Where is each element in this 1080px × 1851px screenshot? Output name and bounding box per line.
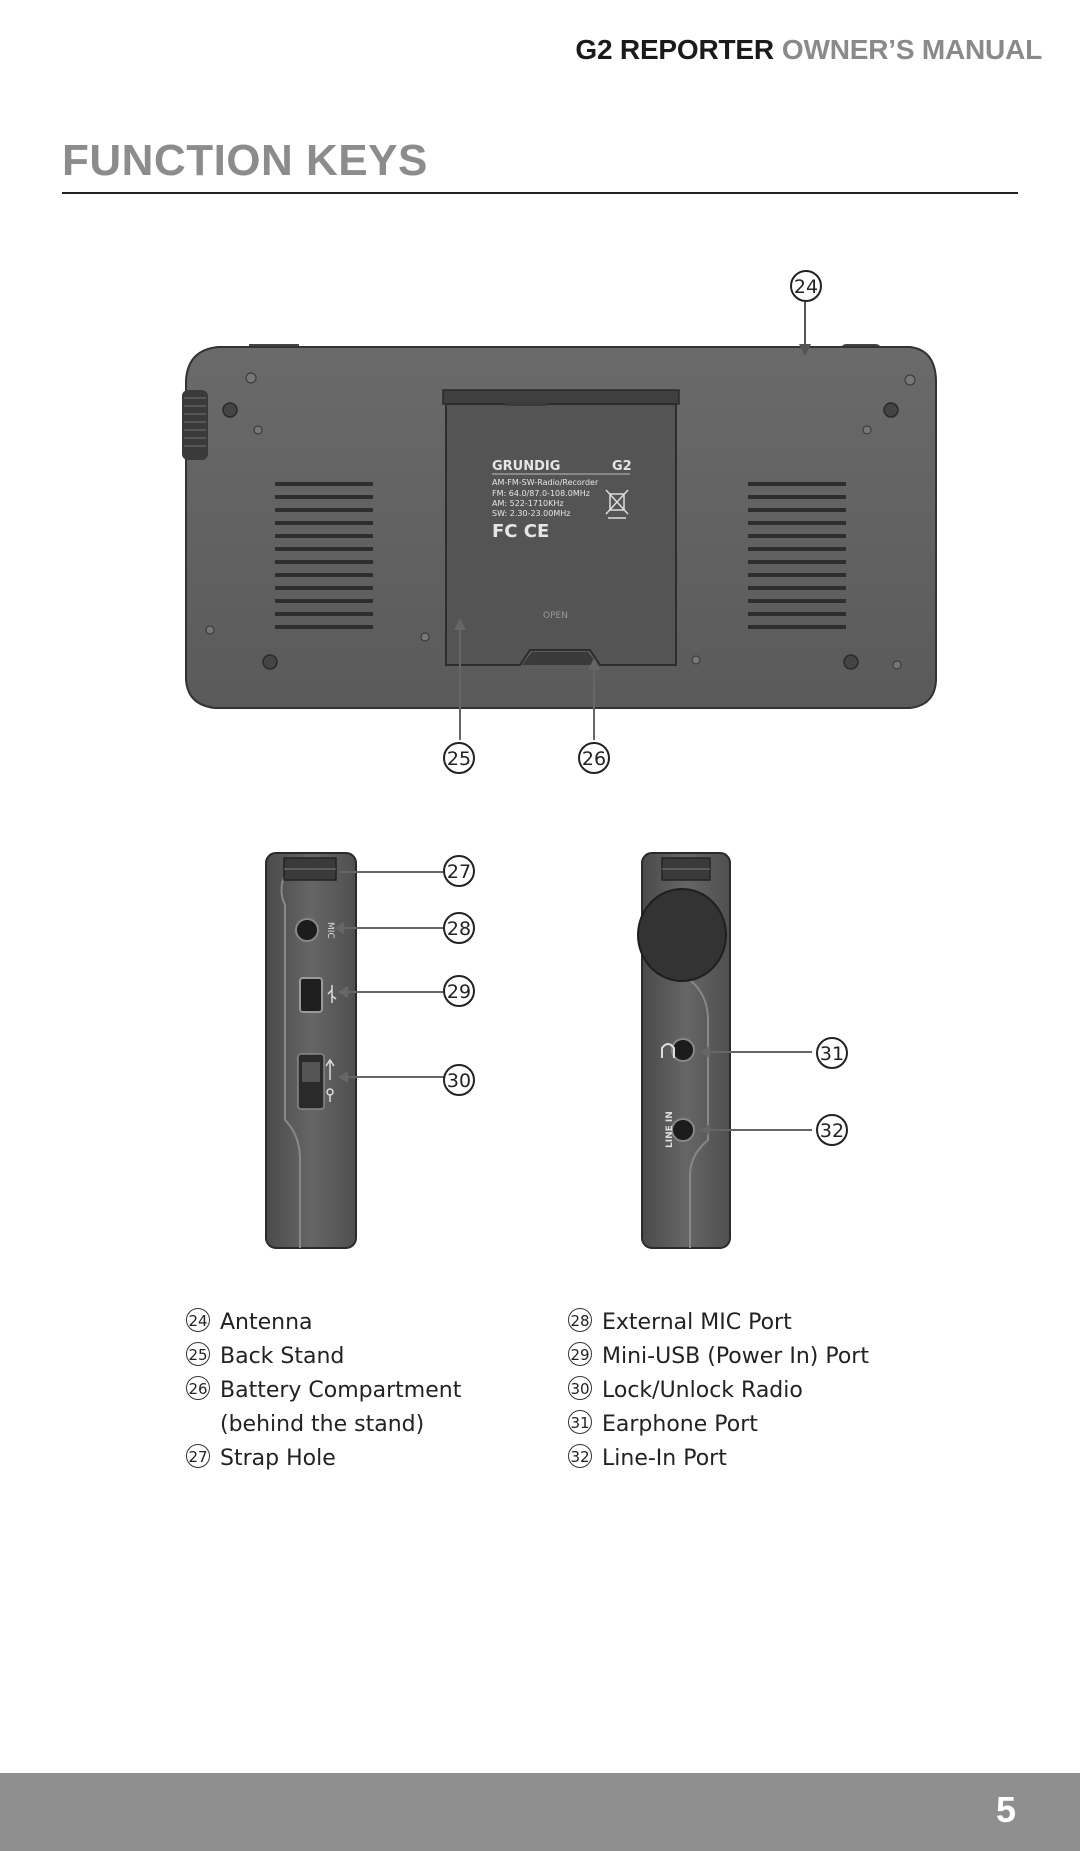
label-open: OPEN [543,611,568,621]
legend-item: 27 Strap Hole [186,1442,461,1476]
legend-item: 24 Antenna [186,1306,461,1340]
svg-text:27: 27 [447,861,471,883]
label-line2: FM: 64.0/87.0-108.0MHz [492,489,590,498]
line-in-port [671,1118,695,1142]
label-model: G2 [612,459,632,474]
legend-item: 32 Line-In Port [568,1442,869,1476]
legend-number: 27 [186,1444,210,1468]
legend-right: 28 External MIC Port 29 Mini-USB (Power … [568,1306,869,1476]
label-line4: SW: 2.30-23.00MHz [492,509,570,518]
back-stand [445,403,677,666]
label-brand: GRUNDIG [492,459,560,474]
legend-label: Antenna [220,1310,313,1335]
callout-27: 27 [443,855,475,887]
legend-label: Back Stand [220,1344,345,1369]
legend-item: 31 Earphone Port [568,1408,869,1442]
legend-label: Earphone Port [602,1412,758,1437]
lock-icon [325,1058,335,1102]
callout-30: 30 [443,1064,475,1096]
callout-25: 25 [443,742,475,774]
label-line1: AM-FM-SW-Radio/Recorder [492,478,599,487]
legend-number: 30 [568,1376,592,1400]
mic-port [295,918,319,942]
legend-item-continuation: (behind the stand) [186,1408,461,1442]
mic-text: MIC [325,922,335,939]
svg-text:29: 29 [447,981,471,1003]
legend-left: 24 Antenna 25 Back Stand 26 Battery Comp… [186,1306,461,1476]
title-rule [62,192,1018,194]
legend-number: 32 [568,1444,592,1468]
tuning-knob [637,888,727,982]
legend-number: 24 [186,1308,210,1332]
page-title: FUNCTION KEYS [62,136,428,185]
callout-31: 31 [816,1037,848,1069]
back-view: GRUNDIG G2 AM-FM-SW-Radio/Recorder FM: 6… [182,302,937,740]
callout-28: 28 [443,912,475,944]
callout-29: 29 [443,975,475,1007]
legend-item: 29 Mini-USB (Power In) Port [568,1340,869,1374]
svg-text:24: 24 [794,276,818,298]
svg-text:25: 25 [447,748,471,770]
wheelie-bin-icon [605,489,629,519]
legend-label: Lock/Unlock Radio [602,1378,803,1403]
legend-label: Strap Hole [220,1446,336,1471]
callout-24: 24 [790,270,822,302]
legend-sub-label: (behind the stand) [220,1412,425,1437]
legend-number: 31 [568,1410,592,1434]
svg-text:31: 31 [820,1043,844,1065]
callout-26: 26 [578,742,610,774]
usb-icon [327,985,337,1003]
line-in-text: LINE IN [665,1111,675,1148]
earphone-port [671,1038,695,1062]
headphone-icon [661,1043,675,1058]
svg-text:32: 32 [820,1120,844,1142]
legend-label: Line-In Port [602,1446,727,1471]
legend-label: External MIC Port [602,1310,792,1335]
legend-item: 30 Lock/Unlock Radio [568,1374,869,1408]
legend-number: 25 [186,1342,210,1366]
header-product: G2 REPORTER [575,34,774,65]
device-label: GRUNDIG G2 AM-FM-SW-Radio/Recorder FM: 6… [492,459,632,621]
device-illustration: GRUNDIG G2 AM-FM-SW-Radio/Recorder FM: 6… [182,270,937,1249]
svg-text:30: 30 [447,1070,471,1092]
legend-number: 28 [568,1308,592,1332]
legend-item: 25 Back Stand [186,1340,461,1374]
side-view-right: LINE IN [637,852,812,1249]
footer-bar: 5 [0,1773,1080,1851]
legend-label: Battery Compartment [220,1378,462,1403]
label-line3: AM: 522-1710KHz [492,499,564,508]
callout-32: 32 [816,1114,848,1146]
svg-text:28: 28 [447,918,471,940]
mini-usb-port [299,977,323,1013]
legend-number: 29 [568,1342,592,1366]
page-number: 5 [995,1789,1016,1830]
header-manual: OWNER’S MANUAL [781,34,1042,65]
svg-text:26: 26 [582,748,606,770]
legend-item: 28 External MIC Port [568,1306,869,1340]
legend-item: 26 Battery Compartment [186,1374,461,1408]
label-cert: FC CE [492,521,549,542]
side-left-body [265,852,357,1249]
legend-number: 26 [186,1376,210,1400]
side-view-left: MIC [265,852,444,1249]
legend-label: Mini-USB (Power In) Port [602,1344,869,1369]
